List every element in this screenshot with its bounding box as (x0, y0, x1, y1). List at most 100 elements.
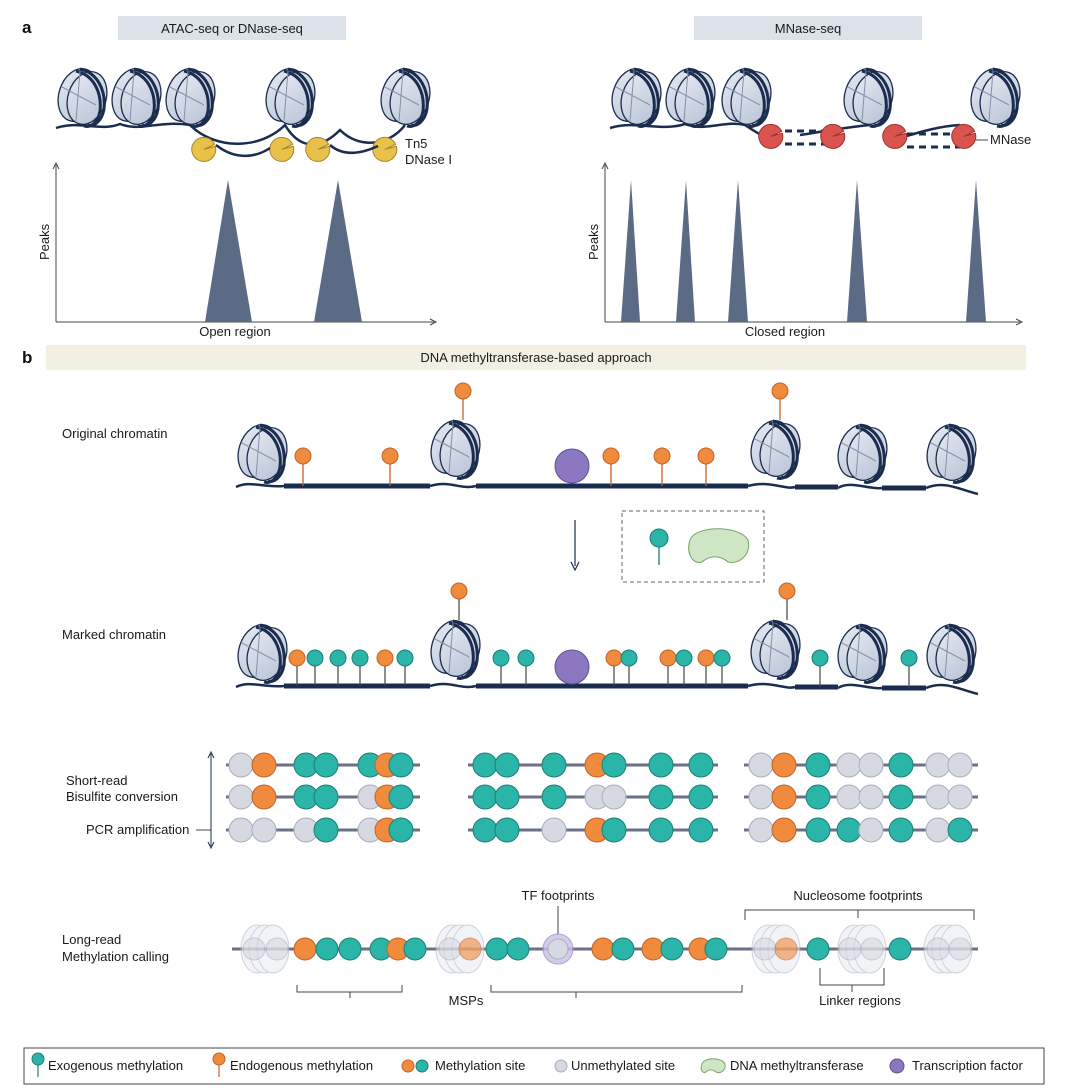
long-read-site (753, 937, 777, 961)
original-chromatin-label: Original chromatin (62, 426, 168, 441)
cpg-site (858, 784, 884, 810)
long-read-site (293, 937, 317, 961)
long-read-site (948, 937, 972, 961)
cpg-site (925, 752, 951, 778)
atac-header-box (118, 16, 346, 40)
cpg-site (251, 817, 277, 843)
cpg-site (805, 784, 831, 810)
original-chromatin (230, 382, 984, 496)
cpg-site (313, 752, 339, 778)
cpg-site (748, 752, 774, 778)
legend-tf: Transcription factor (889, 1058, 1023, 1074)
pcr-label: PCR amplification (86, 822, 189, 837)
cpg-site (688, 752, 714, 778)
cpg-site (748, 784, 774, 810)
cpg-site (494, 817, 520, 843)
tf-footprints-label: TF footprints (522, 888, 595, 903)
cpg-site (648, 817, 674, 843)
labeling-arrow (570, 520, 580, 572)
cpg-site (688, 817, 714, 843)
cpg-site (771, 784, 797, 810)
cpg-site (472, 817, 498, 843)
atac-xlabel: Open region (199, 324, 271, 339)
long-read-site (338, 937, 362, 961)
atac-peak (314, 180, 362, 322)
cpg-site (925, 784, 951, 810)
cpg-site (228, 784, 254, 810)
cpg-site (601, 784, 627, 810)
cpg-site (494, 784, 520, 810)
cpg-site (388, 784, 414, 810)
cpg-site (251, 784, 277, 810)
tn5-label: Tn5 (405, 136, 427, 151)
panel-a-letter: a (22, 18, 32, 37)
cpg-site (688, 784, 714, 810)
legend-methyltransferase: DNA methyltransferase (700, 1058, 864, 1074)
mnase-peak (847, 180, 867, 322)
long-read-site (660, 937, 684, 961)
cpg-site (858, 817, 884, 843)
cpg-site (888, 817, 914, 843)
cpg-site (541, 817, 567, 843)
long-read-site (403, 937, 427, 961)
cpg-site (947, 784, 973, 810)
linker-regions-label: Linker regions (819, 993, 901, 1008)
marked-chromatin-label: Marked chromatin (62, 627, 166, 642)
cpg-site (228, 752, 254, 778)
mnase-xlabel: Closed region (745, 324, 825, 339)
long-read-site (458, 937, 482, 961)
cpg-site (251, 752, 277, 778)
panel-b-letter: b (22, 348, 32, 367)
cpg-site (858, 752, 884, 778)
cpg-site (947, 817, 973, 843)
mnase-enzymes (758, 123, 977, 149)
long-read-site (265, 937, 289, 961)
cpg-site (888, 752, 914, 778)
long-read-site (547, 938, 569, 960)
cpg-site (648, 784, 674, 810)
cpg-site (313, 784, 339, 810)
long-read-site (591, 937, 615, 961)
marked-chromatin (230, 582, 984, 696)
cpg-site (601, 817, 627, 843)
atac-header: ATAC-seq or DNase-seq (161, 21, 303, 36)
nucleosome-footprints-label: Nucleosome footprints (793, 888, 923, 903)
long-read-site (485, 937, 509, 961)
msps-bracket (296, 985, 743, 998)
cpg-site (947, 752, 973, 778)
mnase-peak (728, 180, 748, 322)
long-read-site (704, 937, 728, 961)
cpg-site (494, 752, 520, 778)
long-read-site (438, 937, 462, 961)
cpg-site (228, 817, 254, 843)
long-read-label: Long-read (62, 932, 121, 947)
long-read-site (315, 937, 339, 961)
dnase-label: DNase I (405, 152, 452, 167)
reagent-box (621, 510, 765, 583)
mnase-peak (966, 180, 986, 322)
legend-methyltransferase-label: DNA methyltransferase (730, 1058, 864, 1073)
cpg-site (388, 752, 414, 778)
long-read-molecule (232, 924, 978, 974)
atac-nucleosomes (50, 61, 438, 146)
cpg-site (472, 784, 498, 810)
legend-tf-label: Transcription factor (912, 1058, 1023, 1073)
legend-endogenous-label: Endogenous methylation (230, 1058, 373, 1073)
long-read-site (611, 937, 635, 961)
cpg-site (925, 817, 951, 843)
cpg-site (888, 784, 914, 810)
legend-unmethylated: Unmethylated site (554, 1058, 675, 1073)
long-read-site (860, 937, 884, 961)
long-read-site (806, 937, 830, 961)
cpg-site (771, 817, 797, 843)
mnase-header: MNase-seq (775, 21, 841, 36)
linker-bracket (819, 968, 885, 992)
mnase-header-box (694, 16, 922, 40)
cpg-site (771, 752, 797, 778)
legend-unmethylated-label: Unmethylated site (571, 1058, 675, 1073)
atac-ylabel: Peaks (37, 223, 52, 260)
bisulfite-label: Bisulfite conversion (66, 789, 178, 804)
long-read-site (506, 937, 530, 961)
atac-peak (205, 180, 252, 322)
